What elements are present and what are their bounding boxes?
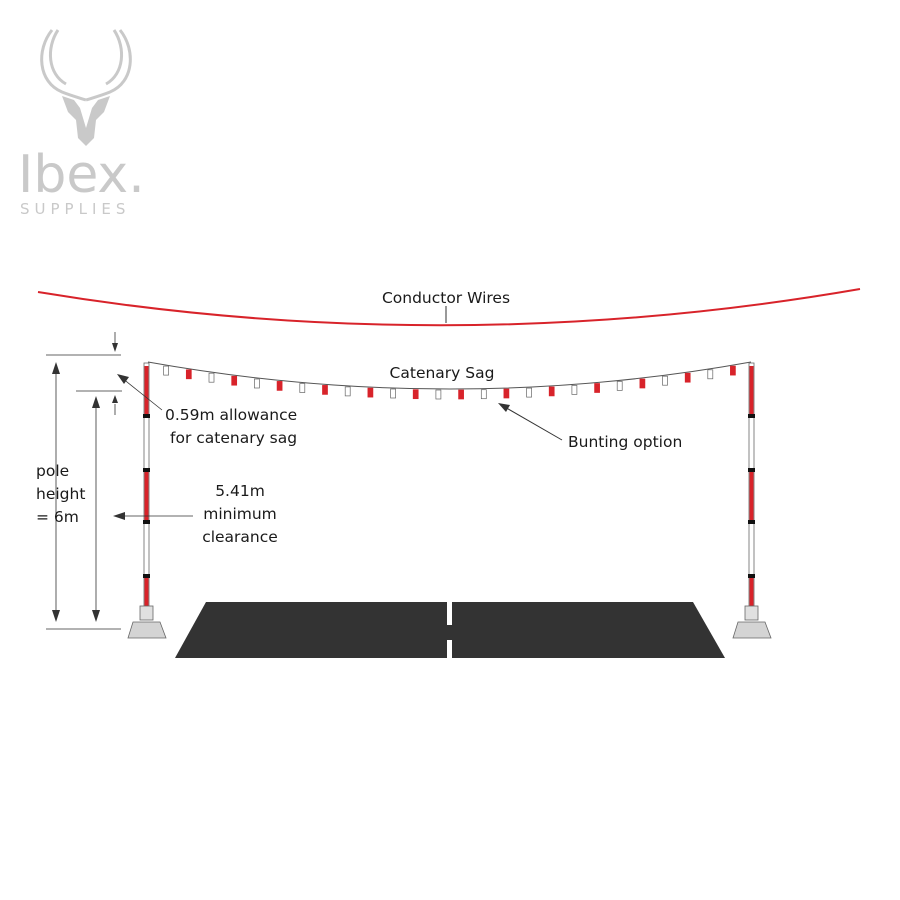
pole-height-label-line1: pole [36,462,69,480]
road-centre-line-upper [447,602,452,625]
catenary-sag-label: Catenary Sag [390,364,495,382]
clearance-label-line1: 5.41m [215,482,265,500]
bunting-flag [185,369,192,380]
ibex-logo: Ibex. SUPPLIES [18,29,145,218]
clearance-arrowhead-top [92,396,100,408]
conductor-wire [37,288,861,327]
bunting-flag [684,372,691,383]
bunting-flag [208,372,215,383]
clearance-pointer-arrowhead [113,512,125,520]
logo-brand: Ibex. [18,145,145,205]
bunting-flag [458,389,464,400]
bunting-flag [480,389,487,400]
road-centre-line-lower [447,640,452,658]
right-pole [732,362,772,639]
ibex-face-icon [62,96,110,146]
allowance-pointer-arrowhead [117,374,129,384]
bunting-flag [526,387,532,398]
bunting-flags [163,365,736,400]
pole-height-label-line3: = 6m [36,508,79,526]
ibex-head-icon [40,29,132,102]
allowance-pointer [121,377,163,411]
pole-height-label-line2: height [36,485,85,503]
allowance-label-line2: for catenary sag [170,429,297,447]
conductor-wires-label: Conductor Wires [382,289,510,307]
bunting-flag [548,386,555,397]
bunting-flag [571,385,578,395]
bunting-flag [322,385,328,395]
allowance-bottom-arrowhead [112,395,118,403]
allowance-label-line1: 0.59m allowance [165,406,297,424]
bunting-flag [594,383,600,393]
clearance-arrowhead-bottom [92,610,100,622]
bunting-arrowhead [498,403,510,412]
road [175,602,725,658]
left-pole [127,362,167,639]
bunting-flag [435,389,442,400]
bunting-flag [662,375,668,386]
bunting-flag [344,386,351,397]
bunting-flag [412,389,419,400]
bunting-pointer [502,405,563,441]
bunting-flag [707,369,714,380]
clearance-label-line2: minimum [203,505,277,523]
bunting-flag [254,378,260,389]
bunting-option-label: Bunting option [568,433,682,451]
clearance-label-line3: clearance [202,528,278,546]
bunting-flag [730,365,736,376]
pole-height-arrowhead-bottom [52,610,60,622]
bunting-flag [299,383,306,393]
allowance-top-arrowhead [112,343,118,352]
bunting-flag [367,387,374,398]
bunting-flag [616,381,623,391]
bunting-flag [231,375,238,386]
bunting-flag [503,388,510,399]
logo-tagline: SUPPLIES [20,200,130,218]
catenary-wire [147,361,752,390]
pole-height-arrowhead-top [52,362,60,374]
bunting-flag [390,388,396,399]
bunting-flag [163,365,169,376]
bunting-flag [276,381,283,391]
bunting-flag [639,378,646,389]
